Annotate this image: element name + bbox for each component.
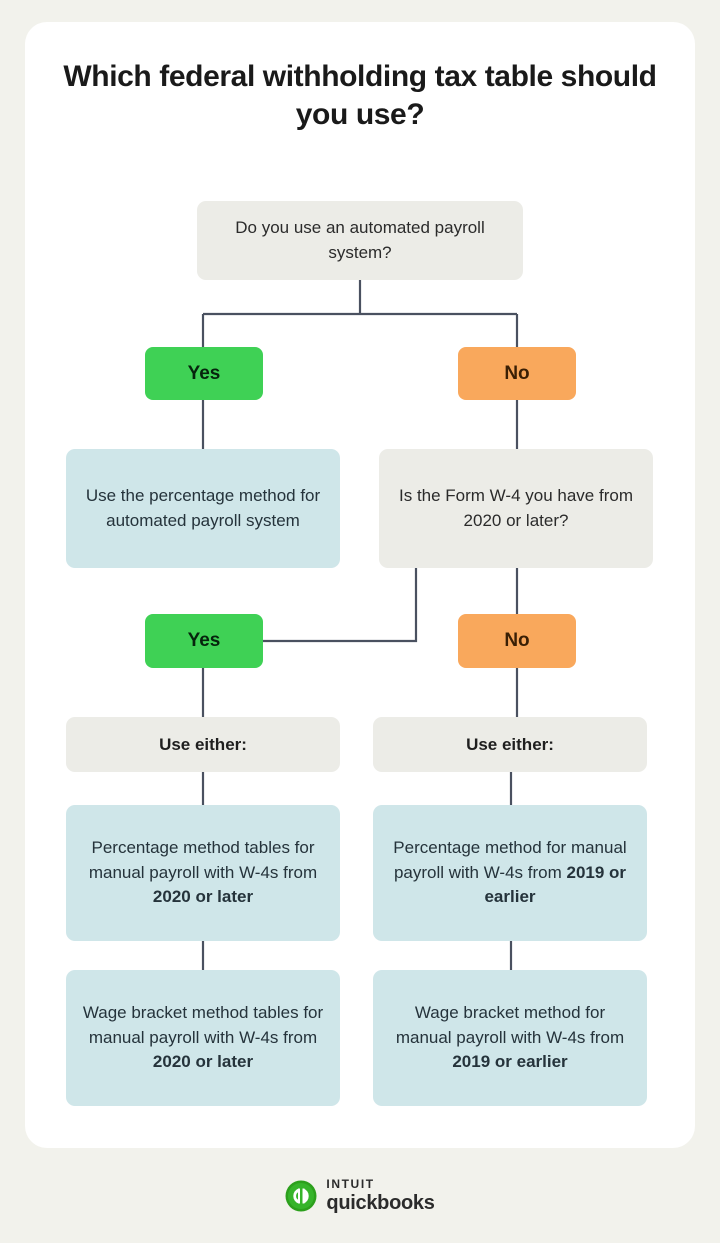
- option-right-wage-bracket-method[interactable]: Wage bracket method for manual payroll w…: [373, 970, 647, 1106]
- outcome-percentage-automated[interactable]: Use the percentage method for automated …: [66, 449, 340, 568]
- option-left-2-emphasis: 2020 or later: [152, 1052, 254, 1072]
- question-automated-payroll[interactable]: Do you use an automated payroll system?: [197, 201, 523, 280]
- option-right-1-lead: Percentage method for manual payroll wit…: [393, 838, 627, 882]
- intuit-wordmark: INTUIT: [326, 1177, 375, 1191]
- option-left-wage-bracket-method[interactable]: Wage bracket method tables for manual pa…: [66, 970, 340, 1106]
- quickbooks-logo-wordmark: INTUIT quickbooks: [326, 1178, 434, 1213]
- quickbooks-logo: INTUIT quickbooks: [0, 1178, 720, 1213]
- use-either-header-left: Use either:: [66, 717, 340, 772]
- branch-no-level2[interactable]: No: [458, 614, 576, 668]
- branch-yes-level2[interactable]: Yes: [145, 614, 263, 668]
- quickbooks-wordmark: quickbooks: [326, 1192, 435, 1214]
- option-right-percentage-method[interactable]: Percentage method for manual payroll wit…: [373, 805, 647, 941]
- page-title: Which federal withholding tax table shou…: [63, 60, 657, 131]
- option-left-percentage-method[interactable]: Percentage method tables for manual payr…: [66, 805, 340, 941]
- option-left-1-emphasis: 2020 or later: [152, 887, 254, 907]
- option-left-2-lead: Wage bracket method tables for manual pa…: [82, 1003, 324, 1047]
- option-right-1-emphasis: 2019 or earlier: [484, 862, 627, 907]
- question-form-w4-year[interactable]: Is the Form W-4 you have from 2020 or la…: [379, 449, 653, 568]
- use-either-header-right: Use either:: [373, 717, 647, 772]
- option-right-2-emphasis: 2019 or earlier: [452, 1052, 568, 1072]
- option-right-2-lead: Wage bracket method for manual payroll w…: [395, 1003, 625, 1047]
- branch-yes-level1[interactable]: Yes: [145, 347, 263, 400]
- branch-no-level1[interactable]: No: [458, 347, 576, 400]
- quickbooks-logo-icon: [285, 1180, 317, 1211]
- option-left-1-lead: Percentage method tables for manual payr…: [88, 838, 318, 882]
